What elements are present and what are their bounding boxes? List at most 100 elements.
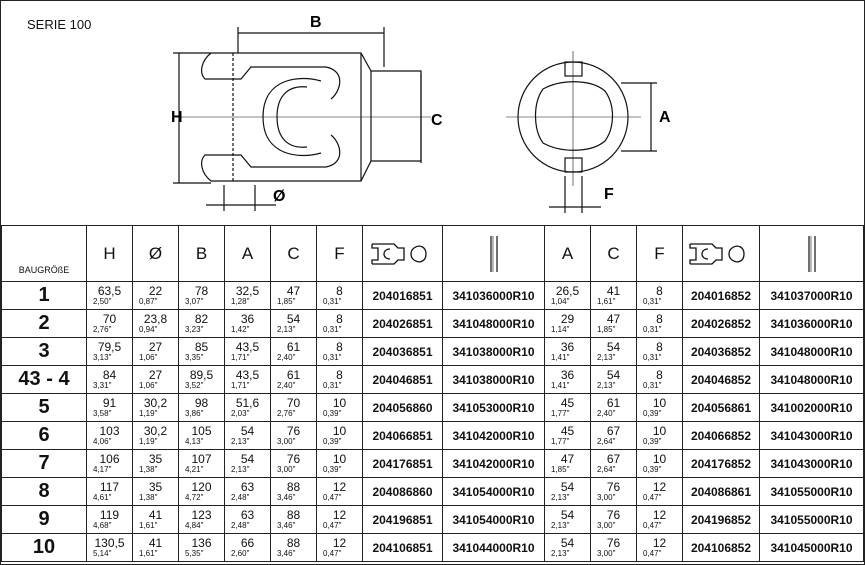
mm-value: 119 — [99, 508, 120, 522]
mm-value: 79,5 — [97, 340, 122, 354]
inch-value: 1,42" — [231, 325, 250, 334]
inch-value: 3,46" — [277, 521, 296, 530]
inch-value: 5,14" — [93, 549, 112, 558]
mm-value: 12 — [332, 480, 347, 494]
mm-value: 35 — [148, 452, 163, 466]
inch-value: 0,39" — [643, 437, 662, 446]
mm-value: 30,2 — [143, 424, 168, 438]
inch-value: 1,19" — [139, 437, 158, 446]
shaft-tube-icon — [759, 225, 864, 282]
mm-value: 107 — [191, 452, 212, 466]
inch-value: 0,31" — [323, 297, 342, 306]
part-code-cell: 341054000R10 — [442, 477, 545, 506]
inch-value: 2,13" — [231, 465, 250, 474]
inch-value: 0,39" — [323, 437, 342, 446]
mm-value: 61 — [606, 396, 621, 410]
part-code-cell: 341053000R10 — [442, 393, 545, 422]
inch-value: 2,64" — [597, 465, 616, 474]
inch-value: 1,06" — [139, 353, 158, 362]
inch-value: 1,71" — [231, 381, 250, 390]
mm-value: 8 — [656, 368, 663, 382]
mm-value: 36 — [560, 340, 575, 354]
mm-value: 51,6 — [235, 396, 260, 410]
mm-value: 12 — [652, 508, 667, 522]
mm-value: 8 — [656, 340, 663, 354]
mm-value: 67 — [606, 424, 621, 438]
spec-table: BAUGRÖßE H Ø B A C F A C F — [1, 225, 864, 562]
mm-value: 12 — [332, 508, 347, 522]
inch-value: 0,31" — [643, 297, 662, 306]
header-row: BAUGRÖßE H Ø B A C F A C F — [1, 225, 864, 282]
mm-value: 98 — [194, 396, 209, 410]
inch-value: 4,06" — [93, 437, 112, 446]
inch-value: 0,31" — [643, 353, 662, 362]
technical-drawing: B H C Ø A F — [171, 14, 671, 213]
inch-value: 2,13" — [551, 521, 570, 530]
mm-value: 10 — [332, 452, 347, 466]
mm-value: 88 — [286, 480, 301, 494]
inch-value: 2,60" — [231, 549, 250, 558]
inch-value: 0,39" — [323, 465, 342, 474]
mm-value: 85 — [194, 340, 209, 354]
inch-value: 2,13" — [551, 549, 570, 558]
mm-value: 76 — [606, 480, 621, 494]
part-code-cell: 341037000R10 — [759, 281, 864, 310]
mm-value: 45 — [560, 396, 575, 410]
label-C: C — [431, 112, 443, 129]
mm-value: 36 — [240, 312, 255, 326]
inch-value: 0,47" — [323, 549, 342, 558]
inch-value: 3,00" — [597, 521, 616, 530]
size-cell: 2 — [1, 309, 87, 338]
inch-value: 3,35" — [185, 353, 204, 362]
inch-value: 1,14" — [551, 325, 570, 334]
inch-value: 1,04" — [551, 297, 570, 306]
mm-value: 47 — [286, 284, 301, 298]
mm-value: 67 — [606, 452, 621, 466]
inch-value: 1,41" — [551, 353, 570, 362]
inch-value: 3,13" — [93, 353, 112, 362]
part-code-cell: 341042000R10 — [442, 421, 545, 450]
yoke-profile-icon — [682, 225, 760, 282]
part-code-cell: 204106851 — [362, 533, 443, 562]
label-A: A — [659, 109, 671, 126]
part-code-cell: 341048000R10 — [442, 309, 545, 338]
inch-value: 0,47" — [643, 549, 662, 558]
mm-value: 41 — [148, 508, 163, 522]
part-code-cell: 204066852 — [682, 421, 760, 450]
mm-value: 54 — [560, 536, 575, 550]
inch-value: 4,84" — [185, 521, 204, 530]
part-code-cell: 341044000R10 — [442, 533, 545, 562]
part-code-cell: 204046851 — [362, 365, 443, 394]
inch-value: 1,85" — [277, 297, 296, 306]
inch-value: 3,00" — [277, 437, 296, 446]
